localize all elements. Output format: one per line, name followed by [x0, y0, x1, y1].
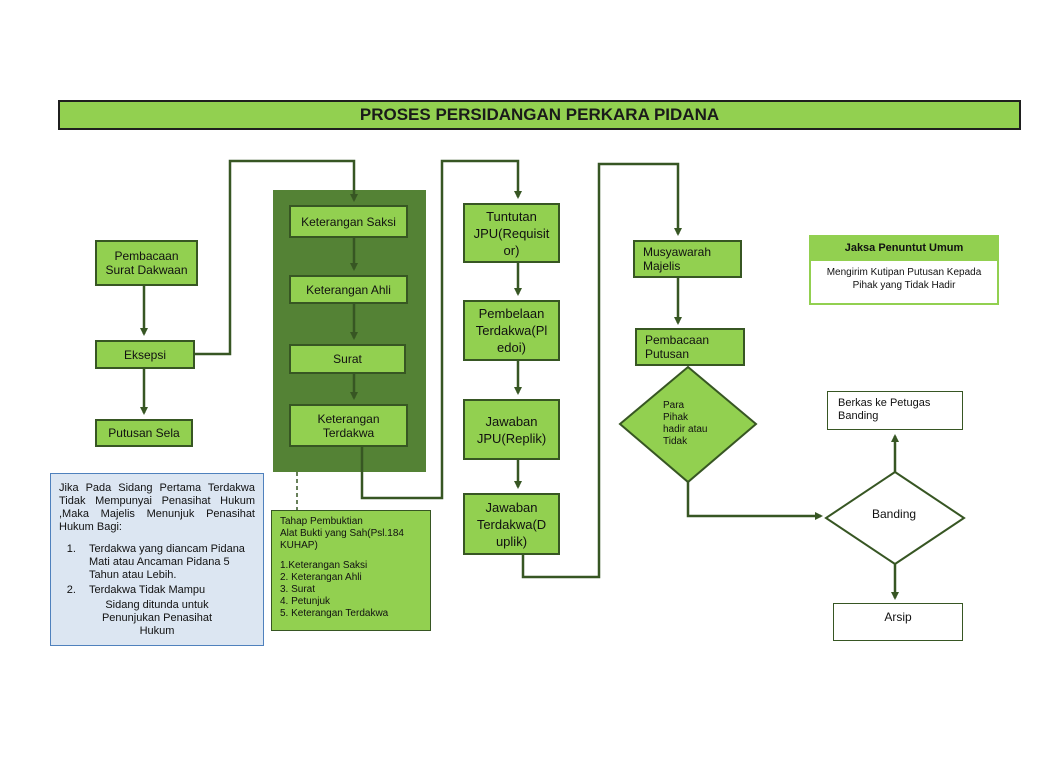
evidence-list-box: Tahap Pembuktian Alat Bukti yang Sah(Psl… [271, 510, 431, 631]
decision-diamond-label: Para Pihak hadir atau Tidak [663, 400, 708, 447]
box-pembacaan-putusan: Pembacaan Putusan [635, 328, 745, 366]
arrow-duplik-musyawarah [521, 162, 682, 579]
box-keterangan-ahli: Keterangan Ahli [289, 275, 408, 304]
box-tuntutan-jpu: Tuntutan JPU(Requisit or) [463, 203, 560, 263]
box-putusan-sela: Putusan Sela [95, 419, 193, 447]
evidence-list-item: 3. Surat [280, 584, 316, 595]
jaksa-header: Jaksa Penuntut Umum [809, 235, 999, 261]
note-item-1: Terdakwa yang diancam Pidana Mati atau A… [79, 543, 255, 582]
evidence-list-item: 5. Keterangan Terdakwa [280, 608, 389, 619]
evidence-list-item: 2. Keterangan Ahli [280, 572, 362, 583]
box-pembacaan-dakwaan: Pembacaan Surat Dakwaan [95, 240, 198, 286]
arrow-eksepsi-saksi [195, 159, 358, 356]
box-surat: Surat [289, 344, 406, 374]
box-berkas-banding: Berkas ke Petugas Banding [827, 391, 963, 430]
box-jawaban-terdakwa-duplik: Jawaban Terdakwa(D uplik) [463, 493, 560, 555]
box-musyawarah-majelis: Musyawarah Majelis [633, 240, 742, 278]
box-pembelaan-terdakwa: Pembelaan Terdakwa(Pl edoi) [463, 300, 560, 361]
evidence-list-item: 1.Keterangan Saksi [280, 560, 368, 571]
box-arsip: Arsip [833, 603, 963, 641]
decision-diamond-shape [618, 365, 758, 484]
box-eksepsi: Eksepsi [95, 340, 195, 369]
note-item-2: Terdakwa Tidak Mampu [79, 584, 255, 597]
note-item-2-continued: Sidang ditunda untuk Penunjukan Penasiha… [101, 599, 213, 637]
arrow-decision-banding [686, 482, 823, 520]
banding-diamond-shape [824, 470, 966, 566]
jaksa-body: Mengirim Kutipan Putusan Kepada Pihak ya… [809, 261, 999, 305]
box-keterangan-saksi: Keterangan Saksi [289, 205, 408, 238]
arrow-terdakwa-tuntutan [360, 159, 522, 500]
note-intro: Jika Pada Sidang Pertama Terdakwa Tidak … [59, 482, 255, 533]
evidence-list-header: Tahap Pembuktian Alat Bukti yang Sah(Psl… [280, 516, 404, 551]
box-keterangan-terdakwa: Keterangan Terdakwa [289, 404, 408, 447]
banding-diamond-label: Banding [872, 507, 917, 521]
page-title: PROSES PERSIDANGAN PERKARA PIDANA [58, 100, 1021, 130]
evidence-list-item: 4. Petunjuk [280, 596, 331, 607]
note-penasihat-hukum: Jika Pada Sidang Pertama Terdakwa Tidak … [50, 473, 264, 646]
box-jawaban-jpu-replik: Jawaban JPU(Replik) [463, 399, 560, 460]
